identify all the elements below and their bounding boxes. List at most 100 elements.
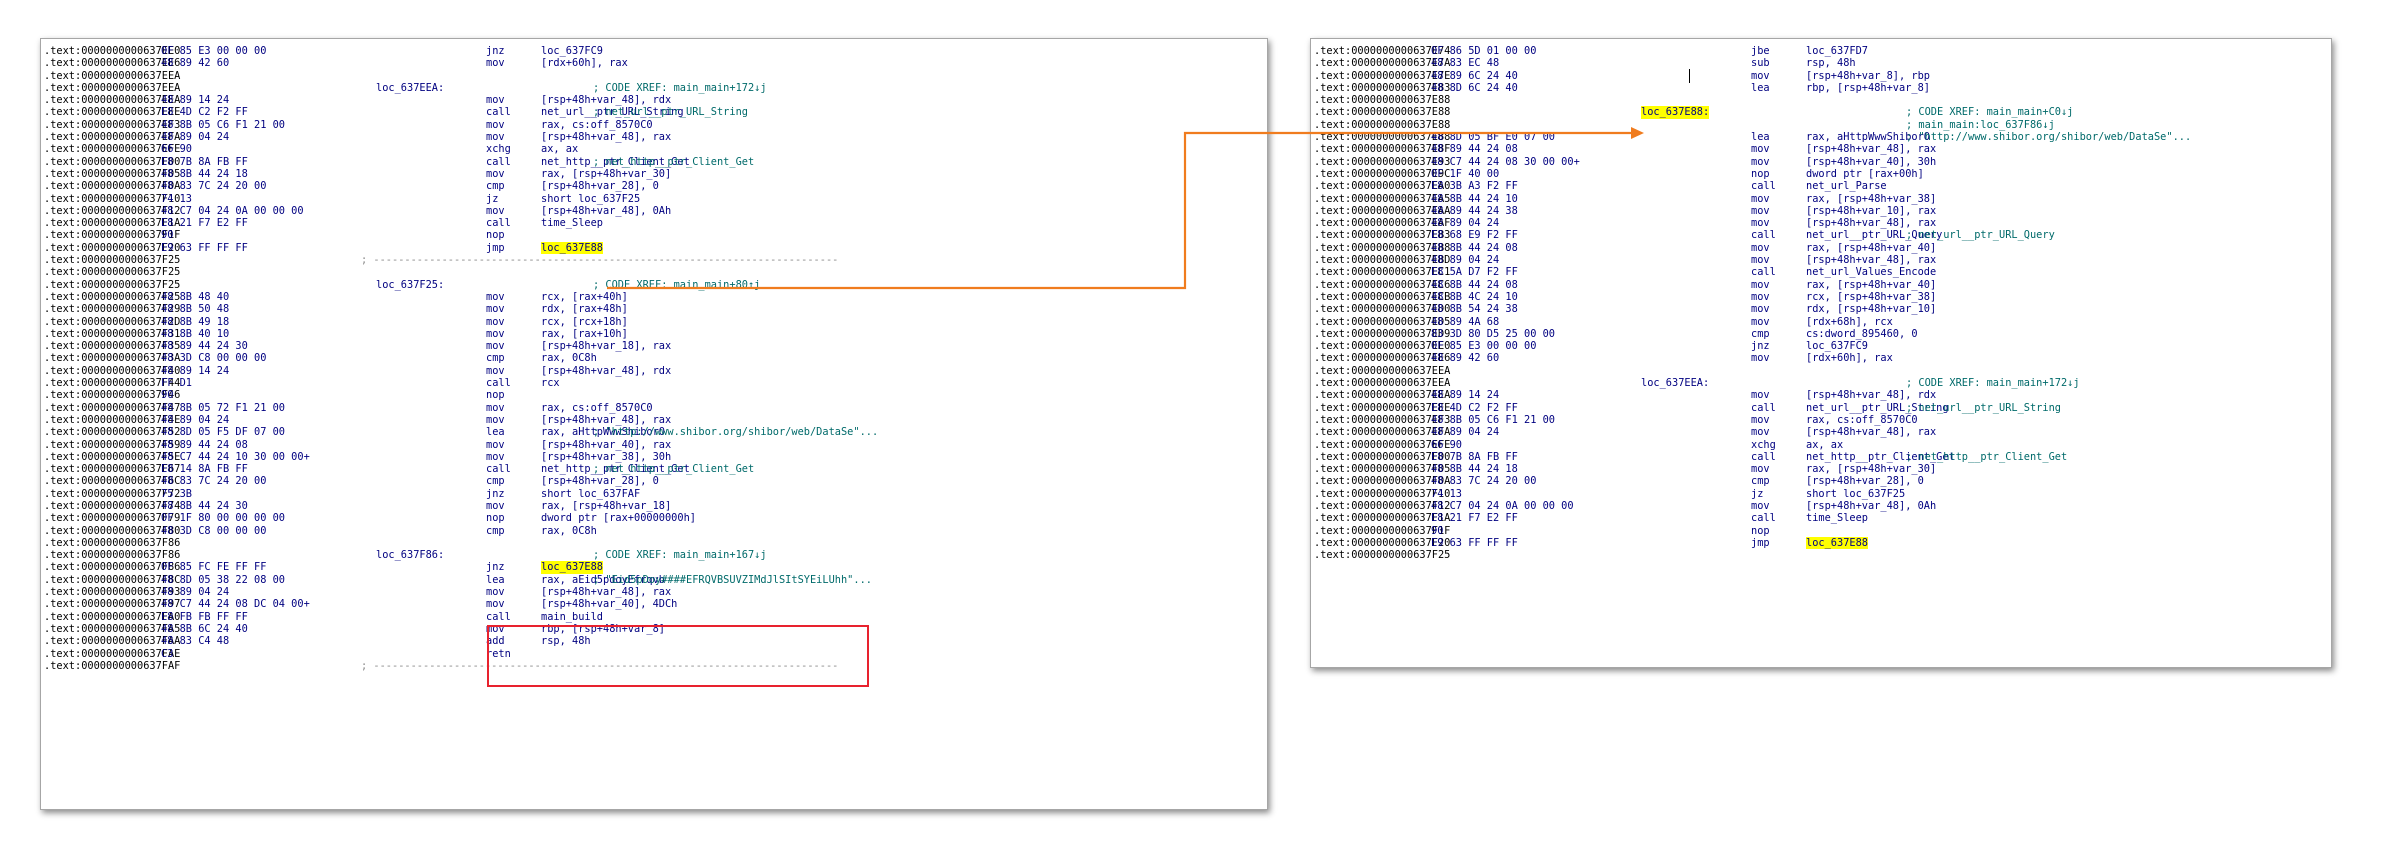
- line-operand[interactable]: [rdx+60h], rax: [541, 57, 628, 70]
- line-operand[interactable]: [rsp+48h+var_28], 0: [541, 475, 659, 488]
- line-operand[interactable]: rdx, [rsp+48h+var_10]: [1806, 303, 1937, 316]
- line-operand[interactable]: [rsp+48h+var_40], rax: [541, 438, 672, 451]
- line-operand[interactable]: dword ptr [rax+00h]: [1806, 167, 1924, 180]
- line-operand[interactable]: [rsp+48h+var_28], 0: [541, 180, 659, 193]
- line-operand[interactable]: short loc_637FAF: [541, 487, 641, 500]
- line-operand[interactable]: rcx, [rax+40h]: [541, 290, 628, 303]
- line-operand[interactable]: rcx, [rcx+18h]: [541, 315, 628, 328]
- line-operand[interactable]: rax, cs:off_8570C0: [541, 401, 653, 414]
- line-operand[interactable]: rdx, [rax+48h]: [541, 303, 628, 316]
- line-operand[interactable]: loc_637E88: [541, 241, 603, 255]
- line-operand[interactable]: short loc_637F25: [1806, 487, 1906, 500]
- line-operand[interactable]: [rsp+48h+var_48], rdx: [541, 364, 672, 377]
- line-operand[interactable]: [rsp+48h+var_48], rax: [541, 131, 672, 144]
- line-operand[interactable]: net_url_Values_Encode: [1806, 266, 1937, 279]
- line-label[interactable]: loc_637F86:: [376, 549, 445, 562]
- line-operand[interactable]: [rsp+48h+var_48], rdx: [541, 94, 672, 107]
- line-operand[interactable]: rax, aHttpWwwShiborO: [1806, 131, 1930, 144]
- line-address: .text:0000000000637F1A: [44, 217, 181, 230]
- line-label[interactable]: loc_637EEA:: [376, 81, 445, 94]
- line-label[interactable]: loc_637E88:: [1641, 106, 1710, 119]
- line-operand[interactable]: rax, 0C8h: [541, 524, 597, 537]
- line-operand[interactable]: rax, aEid5pdoyEfrqvb: [541, 573, 665, 586]
- line-operand[interactable]: net_http__ptr_Client_Get: [541, 463, 690, 476]
- line-operand[interactable]: [rsp+48h+var_10], rax: [1806, 204, 1937, 217]
- line-operand[interactable]: [rsp+48h+var_48], rax: [541, 586, 672, 599]
- line-operand[interactable]: [rsp+48h+var_48], 0Ah: [1806, 499, 1937, 512]
- line-bytes: 48 8B 05 C6 F1 21 00: [1431, 413, 1555, 426]
- line-operand[interactable]: ax, ax: [541, 143, 579, 156]
- line-label[interactable]: loc_637EEA:: [1641, 377, 1710, 390]
- line-operand[interactable]: [rsp+48h+var_48], rax: [1806, 143, 1937, 156]
- line-operand[interactable]: net_url__ptr_URL_Query: [1806, 229, 1943, 242]
- line-operand[interactable]: rcx, [rsp+48h+var_38]: [1806, 290, 1937, 303]
- line-operand[interactable]: time_Sleep: [541, 217, 603, 230]
- line-operand[interactable]: [rsp+48h+var_48], 0Ah: [541, 204, 672, 217]
- line-operand[interactable]: [rsp+48h+var_40], 30h: [1806, 155, 1937, 168]
- line-operand[interactable]: loc_637FC9: [541, 45, 603, 57]
- line-operand[interactable]: rax, [rsp+48h+var_38]: [1806, 192, 1937, 205]
- line-operand[interactable]: rax, [rsp+48h+var_30]: [1806, 463, 1937, 476]
- line-operand[interactable]: rax, cs:off_8570C0: [541, 118, 653, 131]
- line-mnemonic: jnz: [486, 487, 505, 500]
- line-operand[interactable]: loc_637E88: [1806, 536, 1868, 550]
- line-address: .text:0000000000637EFE: [1314, 438, 1451, 451]
- line-operand[interactable]: loc_637FD7: [1806, 45, 1868, 57]
- line-address: .text:0000000000637E88: [1314, 94, 1451, 107]
- line-operand[interactable]: dword ptr [rax+00000000h]: [541, 512, 696, 525]
- line-mnemonic: xchg: [1751, 438, 1776, 451]
- line-bytes: 0F 85 E3 00 00 00: [1431, 340, 1537, 353]
- line-operand[interactable]: [rdx+60h], rax: [1806, 352, 1893, 365]
- line-operand[interactable]: [rsp+48h+var_8], rbp: [1806, 69, 1930, 82]
- line-operand[interactable]: [rsp+48h+var_48], rax: [1806, 254, 1937, 267]
- line-operand[interactable]: rax, [rsp+48h+var_18]: [541, 499, 672, 512]
- line-operand[interactable]: [rsp+48h+var_48], rax: [1806, 217, 1937, 230]
- line-operand[interactable]: [rsp+48h+var_18], rax: [541, 340, 672, 353]
- line-operand[interactable]: [rsp+48h+var_48], rax: [541, 413, 672, 426]
- line-operand[interactable]: short loc_637F25: [541, 192, 641, 205]
- line-address: .text:0000000000637ED9: [1314, 327, 1451, 340]
- line-operand[interactable]: rax, [rsp+48h+var_40]: [1806, 241, 1937, 254]
- line-address: .text:0000000000637F25: [44, 290, 181, 303]
- line-operand[interactable]: [rsp+48h+var_28], 0: [1806, 475, 1924, 488]
- line-bytes: 74 13: [161, 192, 192, 205]
- line-operand[interactable]: time_Sleep: [1806, 512, 1868, 525]
- line-bytes: 66 90: [161, 143, 192, 156]
- line-comment: ; CODE XREF: main_main+167↓j: [593, 549, 767, 562]
- line-address: .text:0000000000637F05: [44, 167, 181, 180]
- line-operand[interactable]: rsp, 48h: [541, 635, 591, 648]
- line-operand[interactable]: net_url__ptr_URL_String: [1806, 401, 1949, 414]
- line-comment: ; CODE XREF: main_main+80↑j: [593, 278, 761, 291]
- line-operand[interactable]: rax, cs:off_8570C0: [1806, 413, 1918, 426]
- line-operand[interactable]: rbp, [rsp+48h+var_8]: [1806, 81, 1930, 94]
- line-operand[interactable]: main_build: [541, 610, 603, 623]
- line-bytes: 66 90: [1431, 438, 1462, 451]
- line-label[interactable]: loc_637F25:: [376, 278, 445, 291]
- line-operand[interactable]: [rsp+48h+var_48], rdx: [1806, 389, 1937, 402]
- line-operand[interactable]: rax, [rax+10h]: [541, 327, 628, 340]
- line-operand[interactable]: [rdx+68h], rcx: [1806, 315, 1893, 328]
- line-operand[interactable]: ax, ax: [1806, 438, 1844, 451]
- line-operand[interactable]: net_http__ptr_Client_Get: [1806, 450, 1955, 463]
- line-operand[interactable]: cs:dword_895460, 0: [1806, 327, 1918, 340]
- line-operand[interactable]: net_url__ptr_URL_String: [541, 106, 684, 119]
- line-operand[interactable]: [rsp+48h+var_48], rax: [1806, 426, 1937, 439]
- line-operand[interactable]: net_url_Parse: [1806, 180, 1887, 193]
- line-operand[interactable]: loc_637E88: [541, 561, 603, 574]
- line-operand[interactable]: [rsp+48h+var_40], 4DCh: [541, 598, 678, 611]
- line-address: .text:0000000000637ED5: [1314, 315, 1451, 328]
- line-operand[interactable]: rax, [rsp+48h+var_40]: [1806, 278, 1937, 291]
- line-operand[interactable]: loc_637FC9: [1806, 340, 1868, 353]
- line-operand[interactable]: rsp, 48h: [1806, 57, 1856, 70]
- line-operand[interactable]: rax, 0C8h: [541, 352, 597, 365]
- line-operand[interactable]: rax, aHttpWwwShiborO: [541, 426, 665, 439]
- line-address: .text:0000000000637F6C: [44, 475, 181, 488]
- line-bytes: 48 C7 04 24 0A 00 00 00: [161, 204, 304, 217]
- line-address: .text:0000000000637EB8: [1314, 241, 1451, 254]
- line-address: .text:0000000000637F86: [44, 549, 181, 562]
- line-operand[interactable]: [rsp+48h+var_38], 30h: [541, 450, 672, 463]
- line-operand[interactable]: rcx: [541, 377, 560, 390]
- line-operand[interactable]: rax, [rsp+48h+var_30]: [541, 167, 672, 180]
